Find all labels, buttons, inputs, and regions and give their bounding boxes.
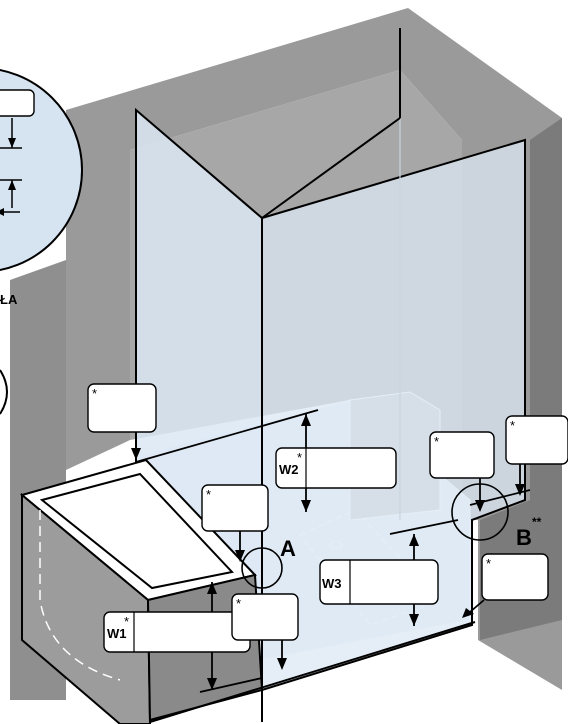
detail-value-box[interactable] [0,89,35,117]
measure-box-a[interactable] [201,484,269,532]
measurement-fields: * W2 * * W1 * * W3 * * * [87,383,568,653]
w1-label: W1 [107,626,127,641]
svg-text:*: * [124,614,129,629]
svg-text:*: * [510,418,515,433]
svg-text:*: * [297,450,302,465]
bathtub-front [21,492,152,724]
svg-text:*: * [486,556,491,571]
detail-a-zoom: ŁA [0,68,83,307]
svg-text:*: * [236,596,241,611]
measure-box-b-left[interactable] [429,431,495,479]
right-wall [480,118,562,640]
detail-marker-a [241,547,283,589]
svg-text:*: * [206,487,211,502]
measure-box-b-right[interactable] [505,415,568,465]
detail-circle [0,68,83,272]
bathtub-basin [39,472,234,590]
svg-text:*: * [92,386,97,401]
w3-label: W3 [322,576,342,591]
measure-box-tub-glass[interactable] [87,383,157,433]
measure-box-bottom-right[interactable] [481,553,549,601]
floor-edge-front [149,621,476,723]
detail-label-b-note: ** [532,515,542,529]
detail-label-b: B [516,525,532,550]
w2-label: W2 [279,462,299,477]
detail-label-a: A [280,536,296,561]
detail-marker-b [451,483,509,541]
dimension-lines [131,409,531,693]
measure-box-below-a[interactable] [231,593,299,641]
detail-caption: ŁA [0,292,18,307]
partial-circle-edge [0,369,8,415]
svg-text:*: * [434,434,439,449]
